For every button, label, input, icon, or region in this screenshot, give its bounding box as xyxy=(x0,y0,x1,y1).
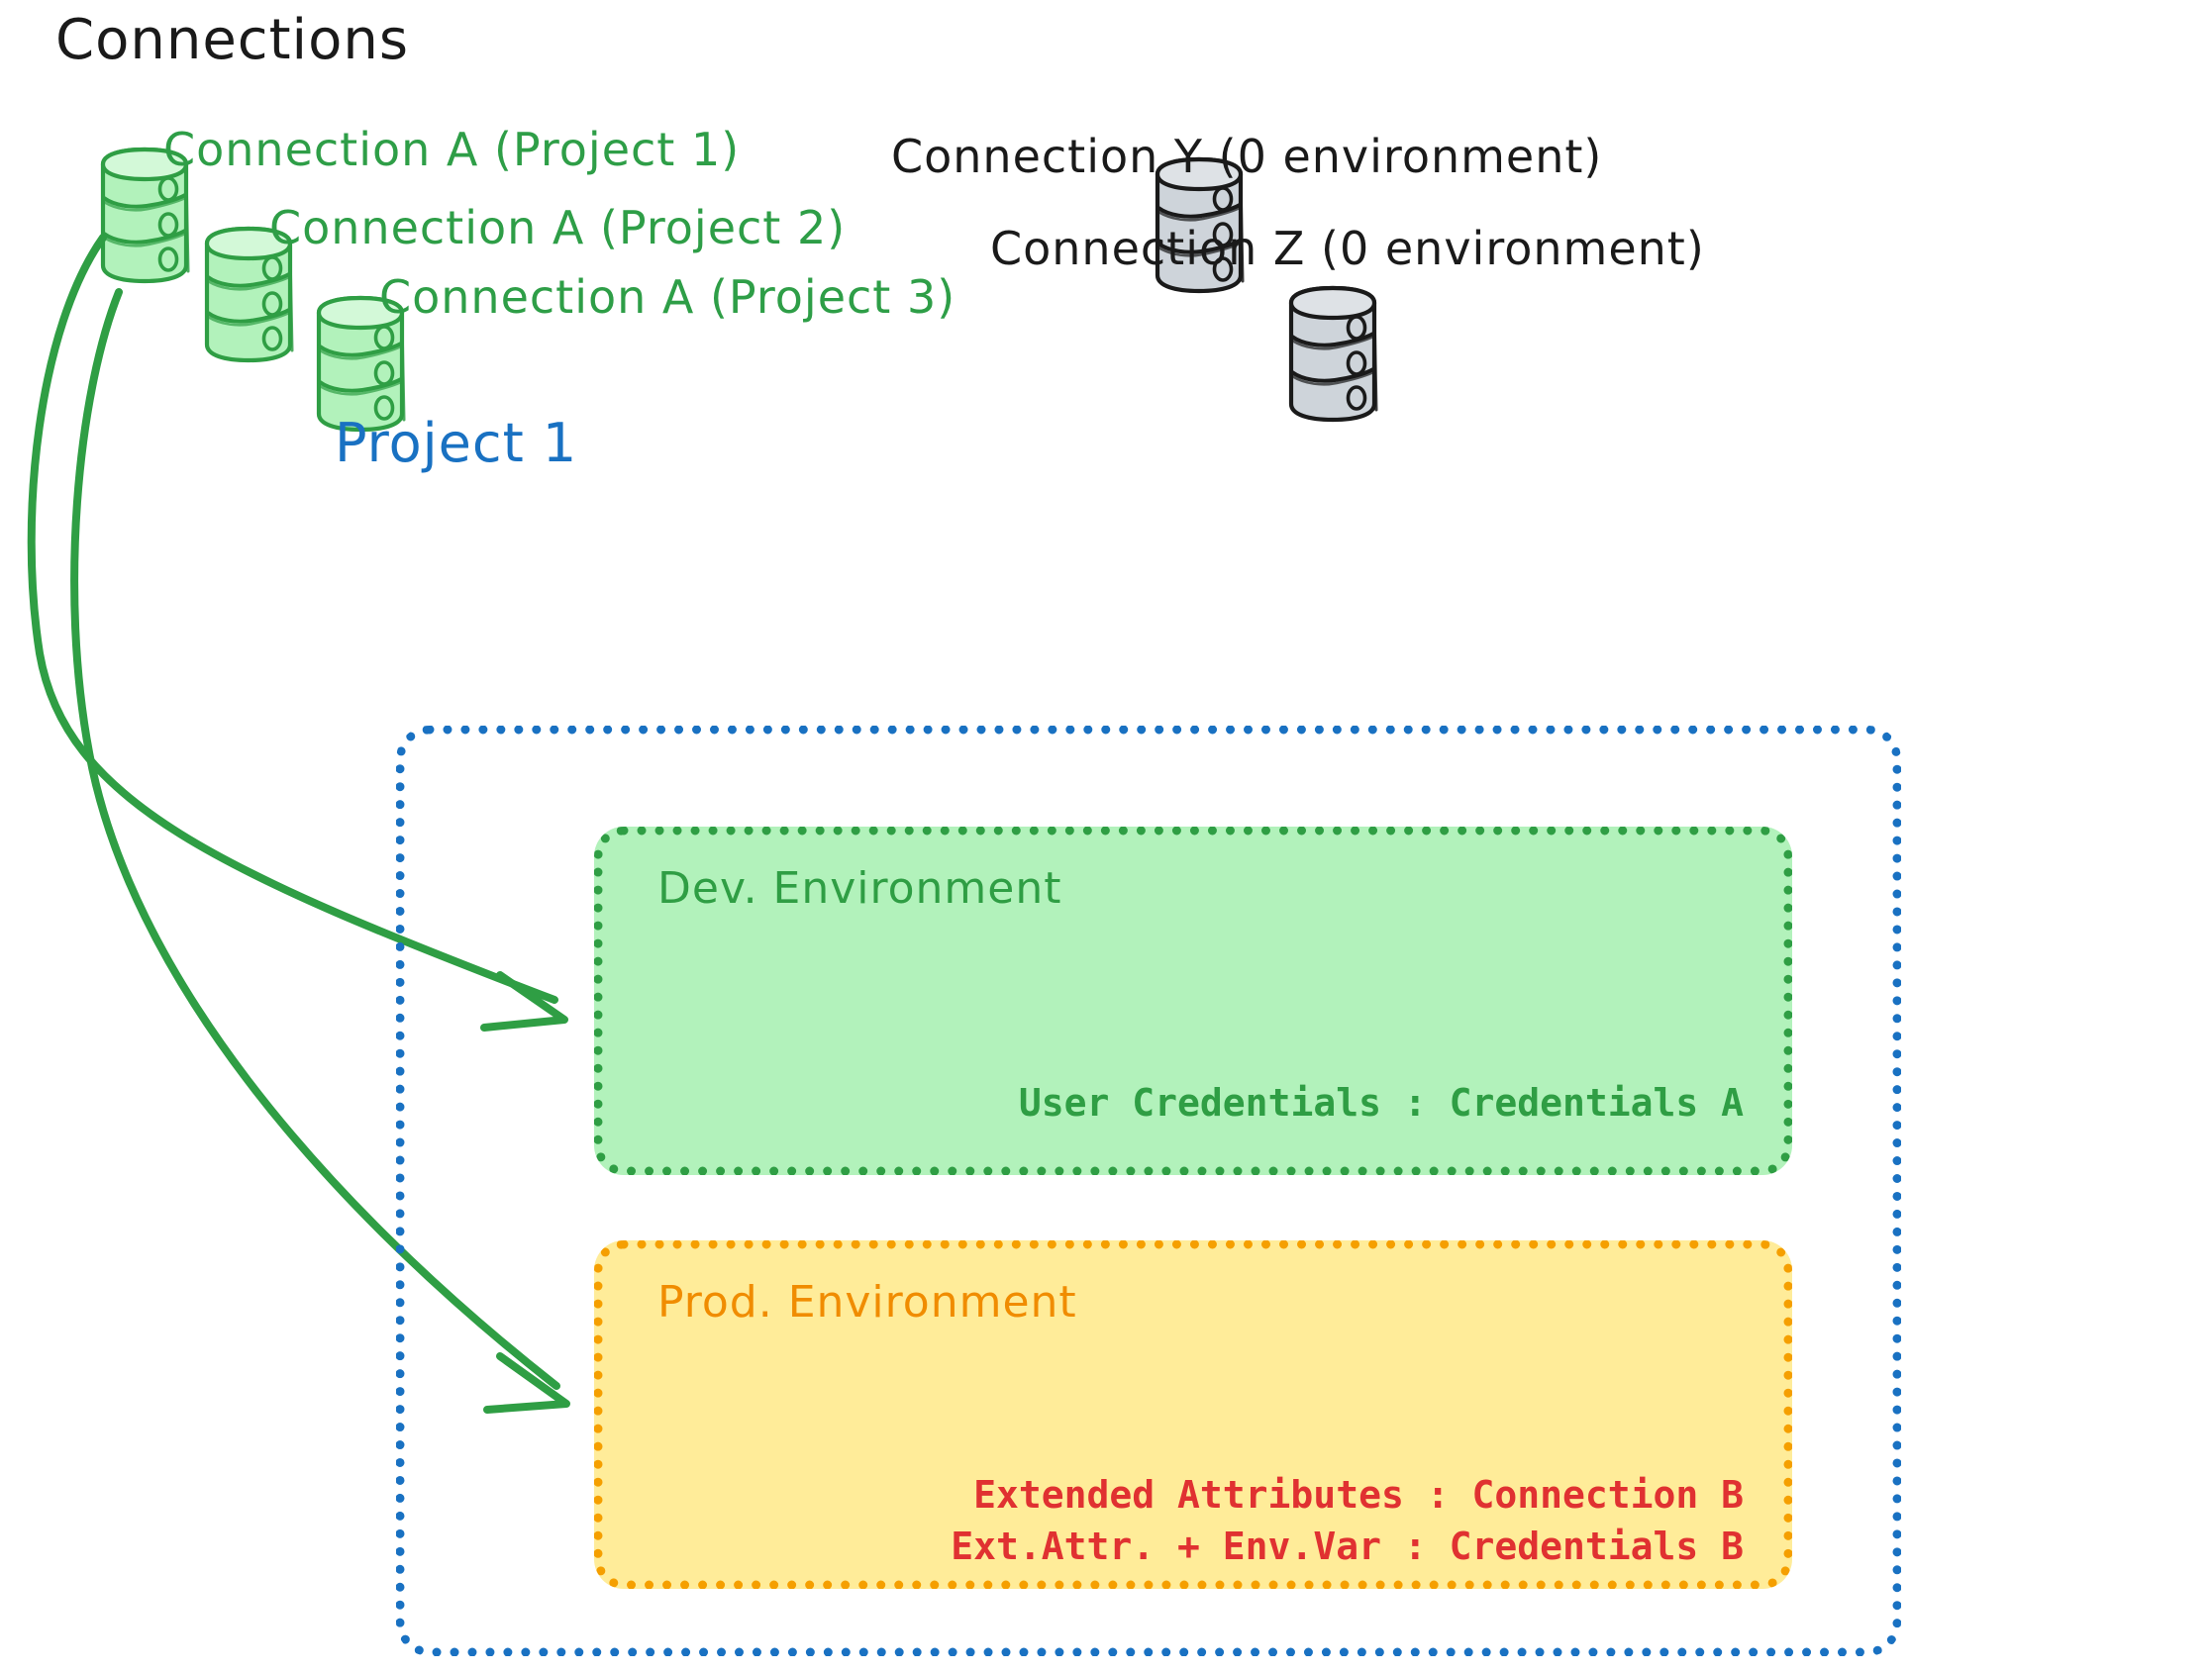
connection-a-project-2-label: Connection A (Project 2) xyxy=(269,201,847,254)
dev-environment-detail-user-credentials: User Credentials : Credentials A xyxy=(1018,1081,1744,1125)
connection-z-label: Connection Z (0 environment) xyxy=(990,222,1705,275)
project-container xyxy=(396,726,1901,1656)
prod-environment-detail-ext-attr-env-var: Ext.Attr. + Env.Var : Credentials B xyxy=(951,1525,1744,1568)
prod-environment-detail-extended-attributes: Extended Attributes : Connection B xyxy=(973,1473,1744,1517)
connection-a-project-3-label: Connection A (Project 3) xyxy=(379,270,956,324)
dev-environment-box[interactable]: Dev. Environment User Credentials : Cred… xyxy=(594,827,1792,1175)
dev-environment-title: Dev. Environment xyxy=(657,863,1062,914)
project-title: Project 1 xyxy=(335,412,578,474)
prod-environment-title: Prod. Environment xyxy=(657,1277,1077,1328)
page-title: Connections xyxy=(55,8,410,72)
prod-environment-box[interactable]: Prod. Environment Extended Attributes : … xyxy=(594,1240,1792,1589)
connection-y-label: Connection Y (0 environment) xyxy=(891,130,1603,183)
connection-z-icon[interactable] xyxy=(1291,286,1376,420)
connection-a-project-1-label: Connection A (Project 1) xyxy=(163,123,741,176)
